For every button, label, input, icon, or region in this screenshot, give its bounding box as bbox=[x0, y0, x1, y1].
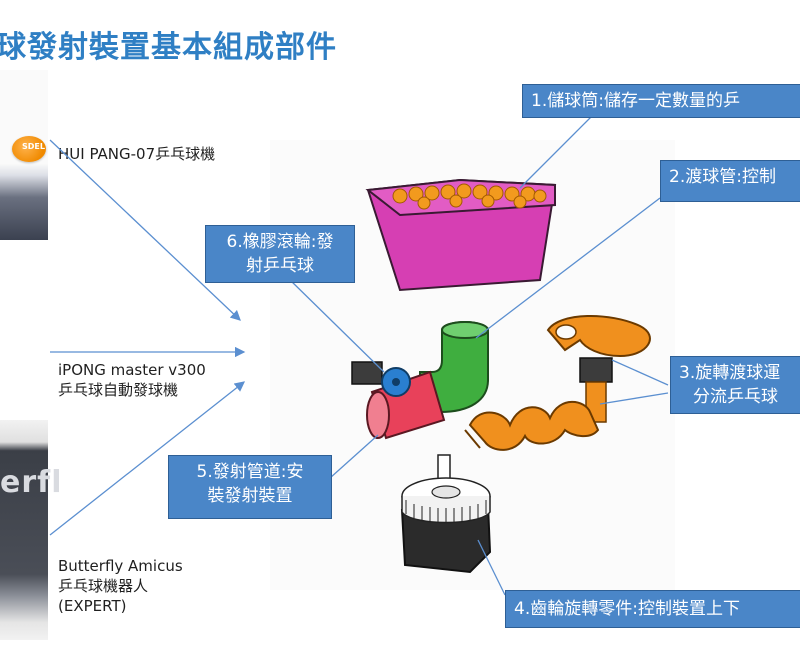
butterfly-machine-photo bbox=[0, 420, 48, 640]
ball-logo-text: SDEL bbox=[22, 142, 45, 151]
machine-label-line: 乒乓球機器人 bbox=[58, 577, 149, 595]
machine-label-butterfly: Butterfly Amicus 乒乓球機器人 (EXPERT) bbox=[58, 556, 183, 616]
machine-label-line: HUI PANG-07乒乓球機 bbox=[58, 145, 216, 163]
callout-ball-storage: 1.儲球筒:儲存一定數量的乒 bbox=[522, 84, 800, 118]
rotary-gear-part bbox=[400, 454, 492, 574]
rubber-roller bbox=[351, 361, 411, 397]
machine-label-line: (EXPERT) bbox=[58, 597, 127, 615]
callout-line: 2.渡球管:控制 bbox=[669, 167, 776, 187]
callout-line: 5.發射管道:安 bbox=[196, 462, 304, 482]
slide-title: 球發射裝置基本組成部件 bbox=[0, 30, 337, 65]
callout-pointer-lines bbox=[287, 107, 669, 596]
butterfly-logo-fragment: erfl bbox=[0, 465, 63, 500]
machine-label-line: Butterfly Amicus bbox=[58, 557, 183, 575]
callout-line: 3.旋轉渡球運 bbox=[679, 363, 781, 383]
callout-line: 6.橡膠滾輪:發 bbox=[226, 232, 334, 252]
rotary-auger bbox=[464, 314, 651, 451]
ball-storage-bin bbox=[365, 178, 557, 292]
ball-transfer-tube bbox=[419, 321, 489, 413]
ping-pong-ball-image bbox=[12, 136, 46, 162]
callout-transfer-tube: 2.渡球管:控制 bbox=[660, 160, 800, 202]
callout-rotary-auger: 3.旋轉渡球運 分流乒乓球 bbox=[670, 356, 800, 414]
machine-label-line: 乒乓球自動發球機 bbox=[58, 381, 179, 399]
callout-gear-part: 4.齒輪旋轉零件:控制裝置上下 bbox=[505, 590, 800, 628]
callout-line: 裝發射裝置 bbox=[207, 486, 293, 506]
callout-launch-tube: 5.發射管道:安 裝發射裝置 bbox=[168, 455, 332, 519]
machine-label-ipong: iPONG master v300 乒乓球自動發球機 bbox=[58, 360, 206, 400]
callout-line: 分流乒乓球 bbox=[693, 387, 778, 407]
machine-connector-lines bbox=[49, 139, 246, 536]
machine-label-line: iPONG master v300 bbox=[58, 361, 206, 379]
callout-line: 4.齒輪旋轉零件:控制裝置上下 bbox=[514, 599, 740, 619]
machine-label-hui-pang: HUI PANG-07乒乓球機 bbox=[58, 144, 215, 164]
callout-rubber-roller: 6.橡膠滾輪:發 射乒乓球 bbox=[205, 225, 355, 283]
ipong-machine-photo bbox=[0, 250, 48, 410]
callout-line: 射乒乓球 bbox=[246, 256, 314, 276]
callout-line: 1.儲球筒:儲存一定數量的乒 bbox=[531, 91, 740, 111]
